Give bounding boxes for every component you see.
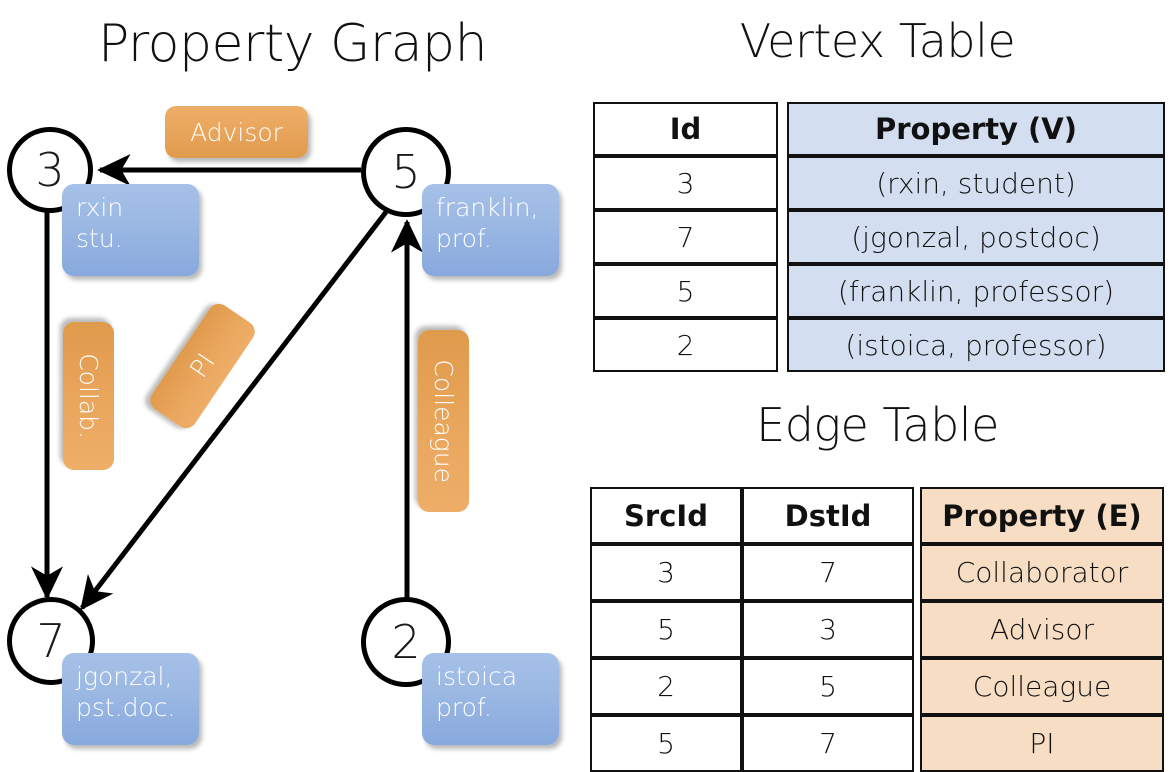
edge-label-colleague-text: Colleague (429, 359, 458, 483)
page-title-property-graph: Property Graph (97, 14, 488, 74)
vertex-node-5-label: 5 (391, 145, 421, 199)
vertex-table-column-gap (778, 102, 787, 156)
edge-table-cell-property: Advisor (920, 601, 1164, 658)
page-title-edge-table: Edge Table (756, 398, 999, 452)
edge-table-header-dstid: DstId (742, 487, 914, 544)
vertex-table-column-gap (778, 318, 787, 372)
vertex-table-cell-property: (rxin, student) (787, 156, 1165, 210)
graph-edges-layer (30, 153, 424, 611)
edge-table-cell-dstid: 7 (742, 715, 914, 772)
edge-table-header-property: Property (E) (920, 487, 1164, 544)
vertex-property-box-5: franklin, prof. (422, 184, 559, 276)
vertex-table-header-row: Id Property (V) (593, 102, 1165, 156)
vertex-node-7-label: 7 (36, 614, 66, 668)
vertex-property-7-line2: pst.doc. (76, 692, 176, 722)
page-title-vertex-table: Vertex Table (739, 14, 1016, 68)
vertex-table-column-gap (778, 264, 787, 318)
property-graph-diagram: 3 5 7 2 rxin stu. franklin, prof. jgonza… (0, 0, 585, 760)
table-row: 7 (jgonzal, postdoc) (593, 210, 1165, 264)
edge-label-colleague: Colleague (418, 330, 469, 512)
edge-label-collab-text: Collab. (74, 353, 103, 439)
edge-table-header-row: SrcId DstId Property (E) (590, 487, 1164, 544)
vertex-node-5[interactable]: 5 (361, 127, 451, 217)
edge-table-cell-property: Colleague (920, 658, 1164, 715)
vertex-property-7-line1: jgonzal, (76, 662, 173, 691)
vertex-node-3-label: 3 (35, 143, 65, 197)
edge-table-cell-dstid: 5 (742, 658, 914, 715)
vertex-node-2-label: 2 (391, 615, 421, 669)
edge-table-cell-property: Collaborator (920, 544, 1164, 601)
vertex-node-2[interactable]: 2 (361, 597, 451, 687)
table-row: 5 7 PI (590, 715, 1164, 772)
vertex-property-3-line2: stu. (76, 223, 123, 253)
vertex-property-box-2: istoica prof. (422, 653, 559, 745)
edge-label-collab: Collab. (63, 322, 114, 470)
vertex-property-2-line2: prof. (436, 692, 492, 722)
table-row: 3 (rxin, student) (593, 156, 1165, 210)
edge-table-cell-property: PI (920, 715, 1164, 772)
edge-table-cell-srcid: 3 (590, 544, 742, 601)
edge-table: SrcId DstId Property (E) 3 7 Collaborato… (590, 487, 1164, 772)
vertex-property-5-line2: prof. (436, 223, 492, 253)
vertex-table-header-id: Id (593, 102, 778, 156)
vertex-table-column-gap (778, 210, 787, 264)
edge-table-cell-srcid: 5 (590, 715, 742, 772)
table-row: 5 3 Advisor (590, 601, 1164, 658)
table-row: 5 (franklin, professor) (593, 264, 1165, 318)
vertex-table-cell-property: (franklin, professor) (787, 264, 1165, 318)
vertex-property-3-line1: rxin (76, 193, 124, 222)
table-row: 3 7 Collaborator (590, 544, 1164, 601)
table-row: 2 (istoica, professor) (593, 318, 1165, 372)
edge-5-to-7 (80, 210, 388, 611)
vertex-table-cell-id: 2 (593, 318, 778, 372)
edge-table-cell-dstid: 3 (742, 601, 914, 658)
vertex-table-cell-property: (jgonzal, postdoc) (787, 210, 1165, 264)
edge-label-advisor: Advisor (165, 106, 308, 158)
table-row: 2 5 Colleague (590, 658, 1164, 715)
vertex-property-box-3: rxin stu. (62, 184, 199, 276)
edge-label-advisor-text: Advisor (190, 117, 283, 147)
vertex-table-column-gap (778, 156, 787, 210)
vertex-property-box-7: jgonzal, pst.doc. (62, 653, 199, 745)
vertex-property-5-line1: franklin, (436, 193, 539, 222)
vertex-property-2-line1: istoica (436, 662, 518, 691)
vertex-table-header-property: Property (V) (787, 102, 1165, 156)
vertex-table: Id Property (V) 3 (rxin, student) 7 (jgo… (593, 102, 1165, 372)
vertex-table-cell-id: 7 (593, 210, 778, 264)
vertex-table-cell-property: (istoica, professor) (787, 318, 1165, 372)
vertex-table-cell-id: 3 (593, 156, 778, 210)
vertex-table-cell-id: 5 (593, 264, 778, 318)
edge-table-cell-srcid: 2 (590, 658, 742, 715)
edge-label-pi-text: PI (184, 348, 221, 384)
edge-table-cell-dstid: 7 (742, 544, 914, 601)
edge-table-header-srcid: SrcId (590, 487, 742, 544)
edge-table-cell-srcid: 5 (590, 601, 742, 658)
